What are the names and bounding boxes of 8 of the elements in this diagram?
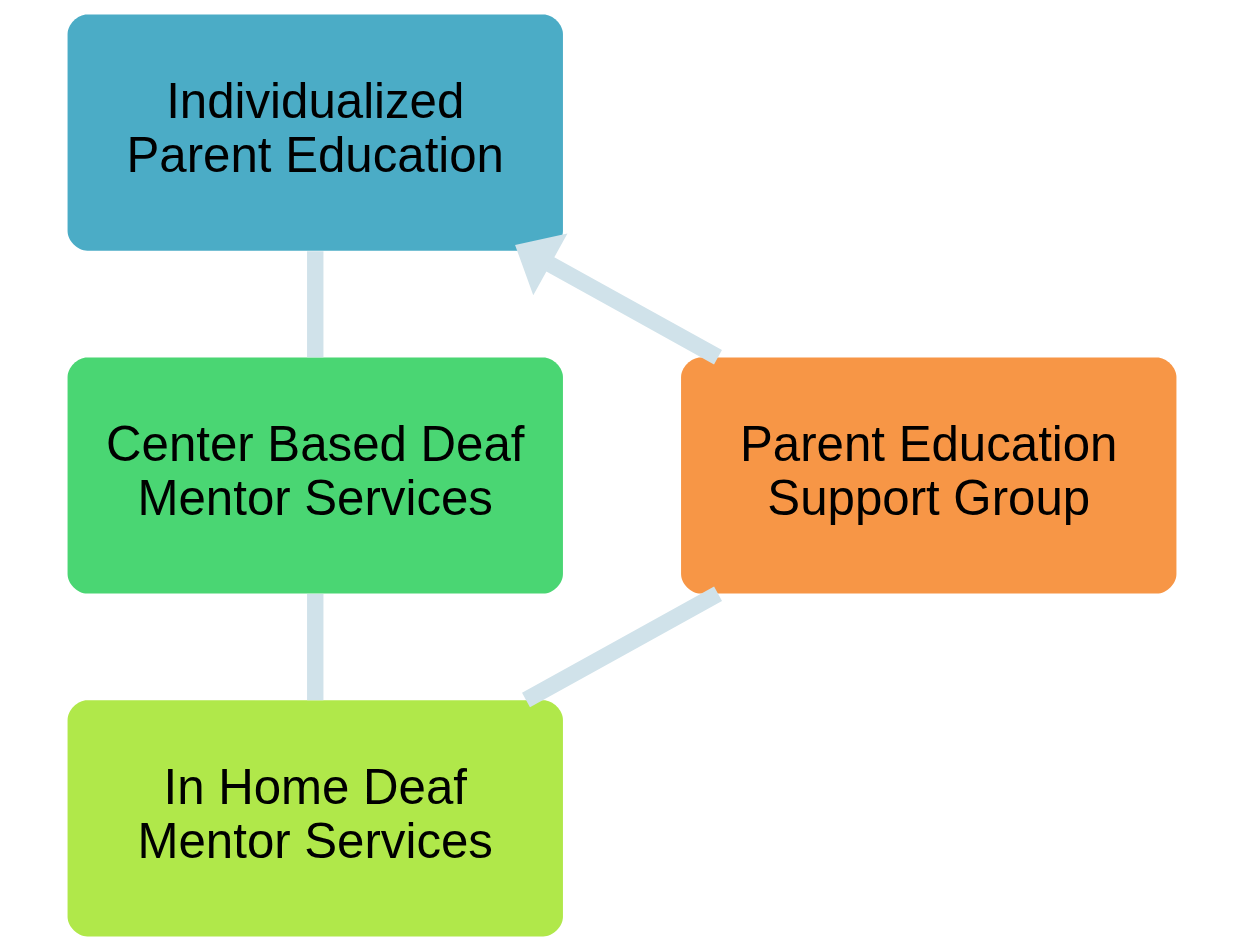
node-box: In Home Deaf Mentor Services bbox=[67, 700, 563, 937]
arrow bbox=[515, 233, 722, 365]
connector bbox=[307, 251, 324, 358]
connector bbox=[522, 586, 723, 708]
connector bbox=[307, 594, 324, 701]
node-box: Individualized Parent Education bbox=[67, 14, 563, 251]
node-box: Parent Education Support Group bbox=[681, 357, 1177, 594]
node-box: Center Based Deaf Mentor Services bbox=[67, 357, 563, 594]
